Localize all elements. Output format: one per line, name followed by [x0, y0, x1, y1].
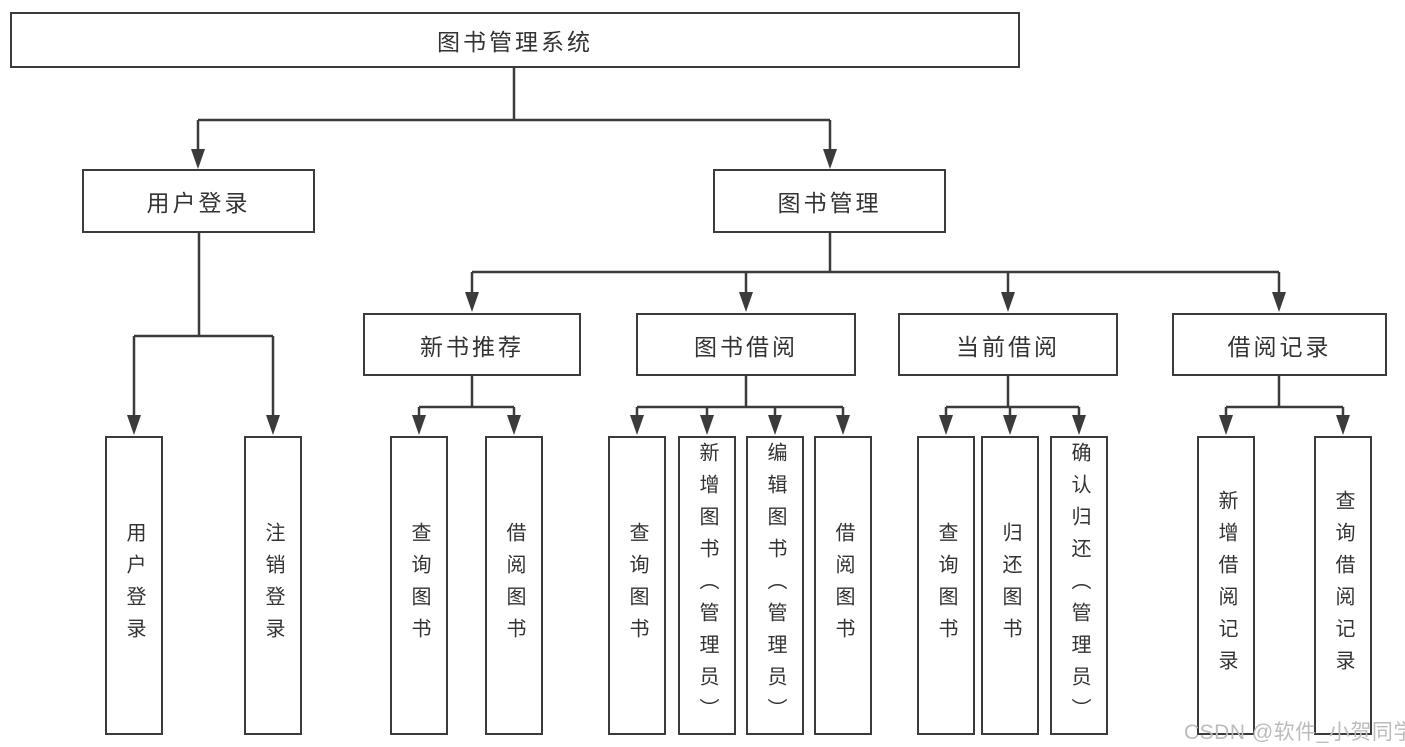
arrow-down-icon: [939, 415, 953, 435]
arrow-down-icon: [1336, 415, 1350, 435]
connector-user-login-to-leaves: [127, 233, 280, 435]
connector-root-to-level2: [191, 68, 837, 169]
arrow-down-icon: [630, 415, 644, 435]
leaf-logout: 注销登录: [244, 436, 302, 735]
leaf-query-books-recommend: 查询图书: [390, 436, 448, 735]
node-user-login: 用户登录: [82, 169, 315, 233]
leaf-borrow-books: 借阅图书: [814, 436, 872, 735]
arrow-down-icon: [1001, 292, 1015, 312]
connector-current-borrow-to-leaves: [939, 376, 1086, 435]
node-library-management-system: 图书管理系统: [10, 12, 1020, 68]
arrow-down-icon: [465, 292, 479, 312]
node-new-book-recommend: 新书推荐: [363, 313, 581, 376]
connector-borrow-record-to-leaves: [1219, 376, 1350, 435]
arrow-down-icon: [1072, 415, 1086, 435]
connector-book-borrow-to-leaves: [630, 376, 850, 435]
leaf-confirm-return-admin: 确认归还（管理员）: [1050, 436, 1108, 735]
csdn-watermark: CSDN @软件_小贺同学: [1184, 721, 1405, 744]
node-current-borrowing: 当前借阅: [898, 313, 1118, 376]
arrow-down-icon: [768, 415, 782, 435]
connector-new-book-recommend-to-leaves: [412, 376, 521, 435]
arrow-down-icon: [1272, 292, 1286, 312]
arrow-down-icon: [836, 415, 850, 435]
arrow-down-icon: [191, 149, 205, 169]
leaf-query-books-borrow: 查询图书: [608, 436, 666, 735]
arrow-down-icon: [1003, 415, 1017, 435]
leaf-borrow-books-recommend: 借阅图书: [485, 436, 543, 735]
leaf-query-books-current: 查询图书: [917, 436, 975, 735]
arrow-down-icon: [127, 415, 141, 435]
arrow-down-icon: [823, 149, 837, 169]
leaf-return-book: 归还图书: [981, 436, 1039, 735]
leaf-add-book-admin: 新增图书（管理员）: [678, 436, 736, 735]
leaf-user-login: 用户登录: [105, 436, 163, 735]
arrow-down-icon: [412, 415, 426, 435]
arrow-down-icon: [1219, 415, 1233, 435]
leaf-edit-book-admin: 编辑图书（管理员）: [746, 436, 804, 735]
leaf-add-borrow-record: 新增借阅记录: [1197, 436, 1255, 735]
connector-book-management-to-level3: [465, 233, 1286, 312]
node-book-borrowing: 图书借阅: [636, 313, 856, 376]
node-book-management: 图书管理: [713, 169, 946, 233]
arrow-down-icon: [507, 415, 521, 435]
arrow-down-icon: [266, 415, 280, 435]
arrow-down-icon: [700, 415, 714, 435]
arrow-down-icon: [739, 292, 753, 312]
leaf-query-borrow-record: 查询借阅记录: [1314, 436, 1372, 735]
node-borrow-records: 借阅记录: [1172, 313, 1387, 376]
